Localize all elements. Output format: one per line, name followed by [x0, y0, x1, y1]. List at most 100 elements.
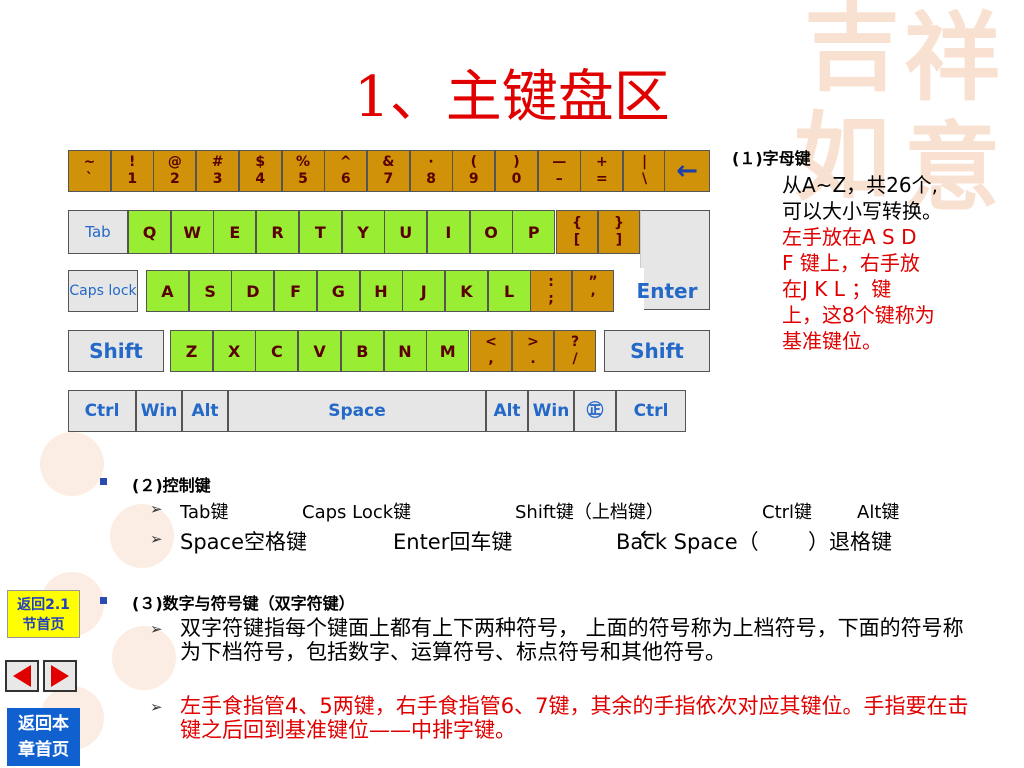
control-key-ctrl: Ctrl键: [762, 502, 813, 523]
key-h[interactable]: H: [359, 270, 403, 312]
key-row1-9[interactable]: (9: [452, 150, 496, 192]
key-v[interactable]: V: [298, 330, 342, 372]
key-row1-4[interactable]: $4: [238, 150, 282, 192]
key-label: O: [484, 222, 498, 242]
letter-keys-text: 可以大小写转换。: [782, 199, 942, 223]
key-punct-1[interactable]: ”’: [572, 270, 614, 312]
key-row1-13[interactable]: |\: [623, 150, 667, 192]
key-p[interactable]: P: [512, 210, 556, 254]
key-n[interactable]: N: [383, 330, 427, 372]
key-bottom-3[interactable]: Space: [228, 390, 486, 432]
key-y[interactable]: Y: [341, 210, 385, 254]
key-row1-8[interactable]: ·8: [409, 150, 453, 192]
key-upper-symbol: |: [642, 154, 648, 170]
key-label: T: [314, 222, 326, 242]
key-sym-0[interactable]: <,: [470, 330, 512, 372]
key-label: Ctrl: [84, 400, 120, 421]
key-j[interactable]: J: [402, 270, 446, 312]
key-upper-symbol: —: [552, 154, 567, 170]
key-bottom-7[interactable]: Ctrl: [616, 390, 686, 432]
arrow-bullet-icon: ➢: [150, 500, 163, 518]
next-slide-button[interactable]: [43, 660, 77, 692]
key-e[interactable]: E: [213, 210, 257, 254]
key-z[interactable]: Z: [170, 330, 213, 372]
key-q[interactable]: Q: [128, 210, 171, 254]
key-x[interactable]: X: [212, 330, 256, 372]
key-row1-10[interactable]: )0: [495, 150, 538, 192]
bullet-icon: [100, 478, 107, 485]
key-lower-symbol: ]: [615, 232, 623, 248]
key-backspace[interactable]: ←: [664, 150, 710, 192]
key-c[interactable]: C: [255, 330, 299, 372]
control-key-enter: Enter回车键: [393, 530, 513, 554]
key-upper-symbol: ?: [570, 334, 580, 350]
key-enter-label: Enter: [636, 278, 698, 303]
key-bottom-4[interactable]: Alt: [486, 390, 528, 432]
key-tab[interactable]: Tab: [68, 210, 128, 254]
key-bottom-1[interactable]: Win: [136, 390, 182, 432]
key-bottom-5[interactable]: Win: [528, 390, 574, 432]
home-row-text: 在J K L ；键: [782, 277, 892, 301]
key-label: I: [445, 222, 452, 242]
key-row1-1[interactable]: !1: [110, 150, 154, 192]
key-label: B: [356, 341, 369, 361]
key-caps-lock[interactable]: Caps lock: [68, 270, 138, 312]
back-to-section-button[interactable]: 返回2.1 节首页: [7, 590, 80, 638]
key-label: U: [399, 222, 413, 242]
key-label: H: [374, 281, 388, 301]
key-shift-right[interactable]: Shift: [604, 330, 710, 372]
key-row1-11[interactable]: —–: [537, 150, 581, 192]
key-row1-7[interactable]: &7: [366, 150, 410, 192]
key-l[interactable]: L: [487, 270, 531, 312]
key-g[interactable]: G: [316, 270, 360, 312]
key-bottom-0[interactable]: Ctrl: [68, 390, 136, 432]
key-d[interactable]: D: [231, 270, 275, 312]
key-label: Win: [532, 400, 570, 421]
key-label: N: [398, 341, 412, 361]
key-sym-1[interactable]: >.: [512, 330, 554, 372]
control-key-backspace: Back Space（: [616, 530, 759, 554]
control-key-backspace-suffix: ）退格键: [808, 530, 892, 554]
key-label: F: [290, 281, 302, 301]
letter-keys-heading: (１)字母键: [732, 149, 811, 168]
key-bracket-1[interactable]: }]: [598, 210, 640, 254]
key-bottom-2[interactable]: Alt: [182, 390, 228, 432]
key-sym-2[interactable]: ?/: [554, 330, 596, 372]
key-s[interactable]: S: [188, 270, 232, 312]
key-row1-5[interactable]: %5: [281, 150, 325, 192]
key-row1-6[interactable]: ^6: [324, 150, 368, 192]
key-upper-symbol: {: [572, 215, 582, 231]
prev-slide-button[interactable]: [5, 660, 39, 692]
key-u[interactable]: U: [384, 210, 428, 254]
key-w[interactable]: W: [170, 210, 214, 254]
key-b[interactable]: B: [340, 330, 384, 372]
key-k[interactable]: K: [444, 270, 488, 312]
key-a[interactable]: A: [146, 270, 189, 312]
key-r[interactable]: R: [256, 210, 300, 254]
key-lower-symbol: ,: [488, 351, 494, 367]
control-keys-heading: (２)控制键: [132, 476, 211, 495]
control-key-tab: Tab键: [180, 502, 229, 523]
key-m[interactable]: M: [426, 330, 470, 372]
key-i[interactable]: I: [426, 210, 470, 254]
key-lower-symbol: 3: [212, 171, 223, 187]
key-upper-symbol: #: [211, 154, 224, 170]
key-label: Alt: [191, 400, 219, 421]
key-row1-3[interactable]: #3: [196, 150, 240, 192]
key-upper-symbol: ”: [588, 274, 598, 290]
key-enter[interactable]: [640, 210, 710, 310]
key-bottom-6[interactable]: ㊣: [574, 390, 616, 432]
key-o[interactable]: O: [469, 210, 513, 254]
key-punct-0[interactable]: :;: [530, 270, 572, 312]
key-row1-0[interactable]: ~`: [68, 150, 111, 192]
back-to-chapter-button[interactable]: 返回本 章首页: [7, 708, 80, 766]
key-f[interactable]: F: [274, 270, 318, 312]
key-shift-left[interactable]: Shift: [68, 330, 164, 372]
key-label: Q: [142, 222, 157, 242]
key-row1-12[interactable]: +=: [580, 150, 624, 192]
key-bracket-0[interactable]: {[: [556, 210, 598, 254]
key-row1-2[interactable]: @2: [153, 150, 197, 192]
key-t[interactable]: T: [298, 210, 342, 254]
key-lower-symbol: ;: [548, 291, 554, 307]
key-label: Win: [140, 400, 178, 421]
